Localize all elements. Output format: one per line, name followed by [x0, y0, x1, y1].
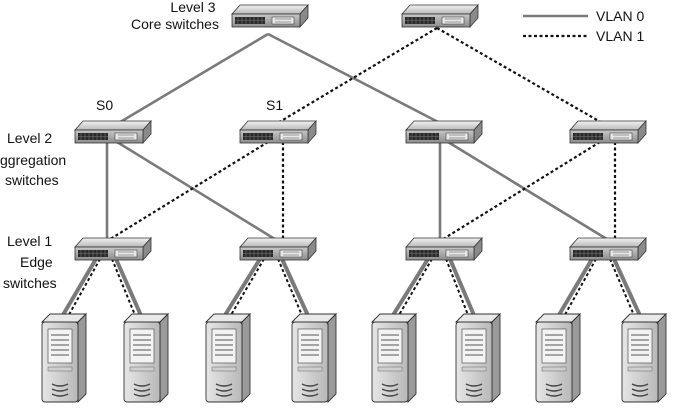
level2-label-line2: ggregation [0, 152, 66, 168]
level3-label-line2: Core switches [131, 16, 219, 32]
level1-label-line1: Level 1 [7, 233, 52, 249]
edge-server-links [58, 257, 644, 322]
network-switch-icon [405, 120, 483, 144]
server-tower-icon [41, 313, 87, 403]
level3-label-line1: Level 3 [170, 0, 215, 15]
level1-label-line2: Edge [20, 254, 53, 270]
server-tower-icon [291, 313, 337, 403]
legend: VLAN 0 VLAN 1 [523, 8, 644, 44]
network-switch-icon [569, 237, 647, 261]
legend-vlan0-label: VLAN 0 [596, 8, 644, 24]
server-tower-icon [455, 313, 501, 403]
server-tower-icon [205, 313, 251, 403]
aggregation-switches [74, 120, 647, 144]
vlan1-link [275, 27, 438, 125]
core-aggregation-links [116, 27, 605, 126]
server-tower-icon [621, 313, 667, 403]
network-switch-icon [569, 120, 647, 144]
level2-label-line3: switches [5, 172, 59, 188]
aggregation-edge-links [105, 140, 617, 243]
switch-label-s1: S1 [266, 97, 283, 113]
network-switch-icon [401, 4, 479, 28]
server-tower-icon [123, 313, 169, 403]
vlan1-link [439, 141, 601, 242]
server-tower-icon [535, 313, 581, 403]
network-switch-icon [239, 237, 317, 261]
level2-label-line1: Level 2 [7, 130, 52, 146]
vlan0-link [116, 140, 279, 243]
edge-switches [74, 237, 647, 261]
vlan0-link [447, 140, 611, 243]
level1-label-line3: switches [3, 275, 57, 291]
vlan0-link [267, 32, 443, 126]
network-switch-icon [405, 237, 483, 261]
vlan1-link [106, 141, 269, 242]
network-switch-icon [74, 237, 152, 261]
legend-vlan1-label: VLAN 1 [596, 28, 644, 44]
network-switch-icon [231, 4, 309, 28]
network-switch-icon [74, 120, 152, 144]
vlan0-link [116, 32, 269, 126]
vlan1-link [436, 27, 605, 125]
network-switch-icon [239, 120, 317, 144]
switch-label-s0: S0 [96, 97, 113, 113]
server-tower-icon [371, 313, 417, 403]
core-switches [231, 4, 479, 28]
servers [41, 313, 667, 403]
